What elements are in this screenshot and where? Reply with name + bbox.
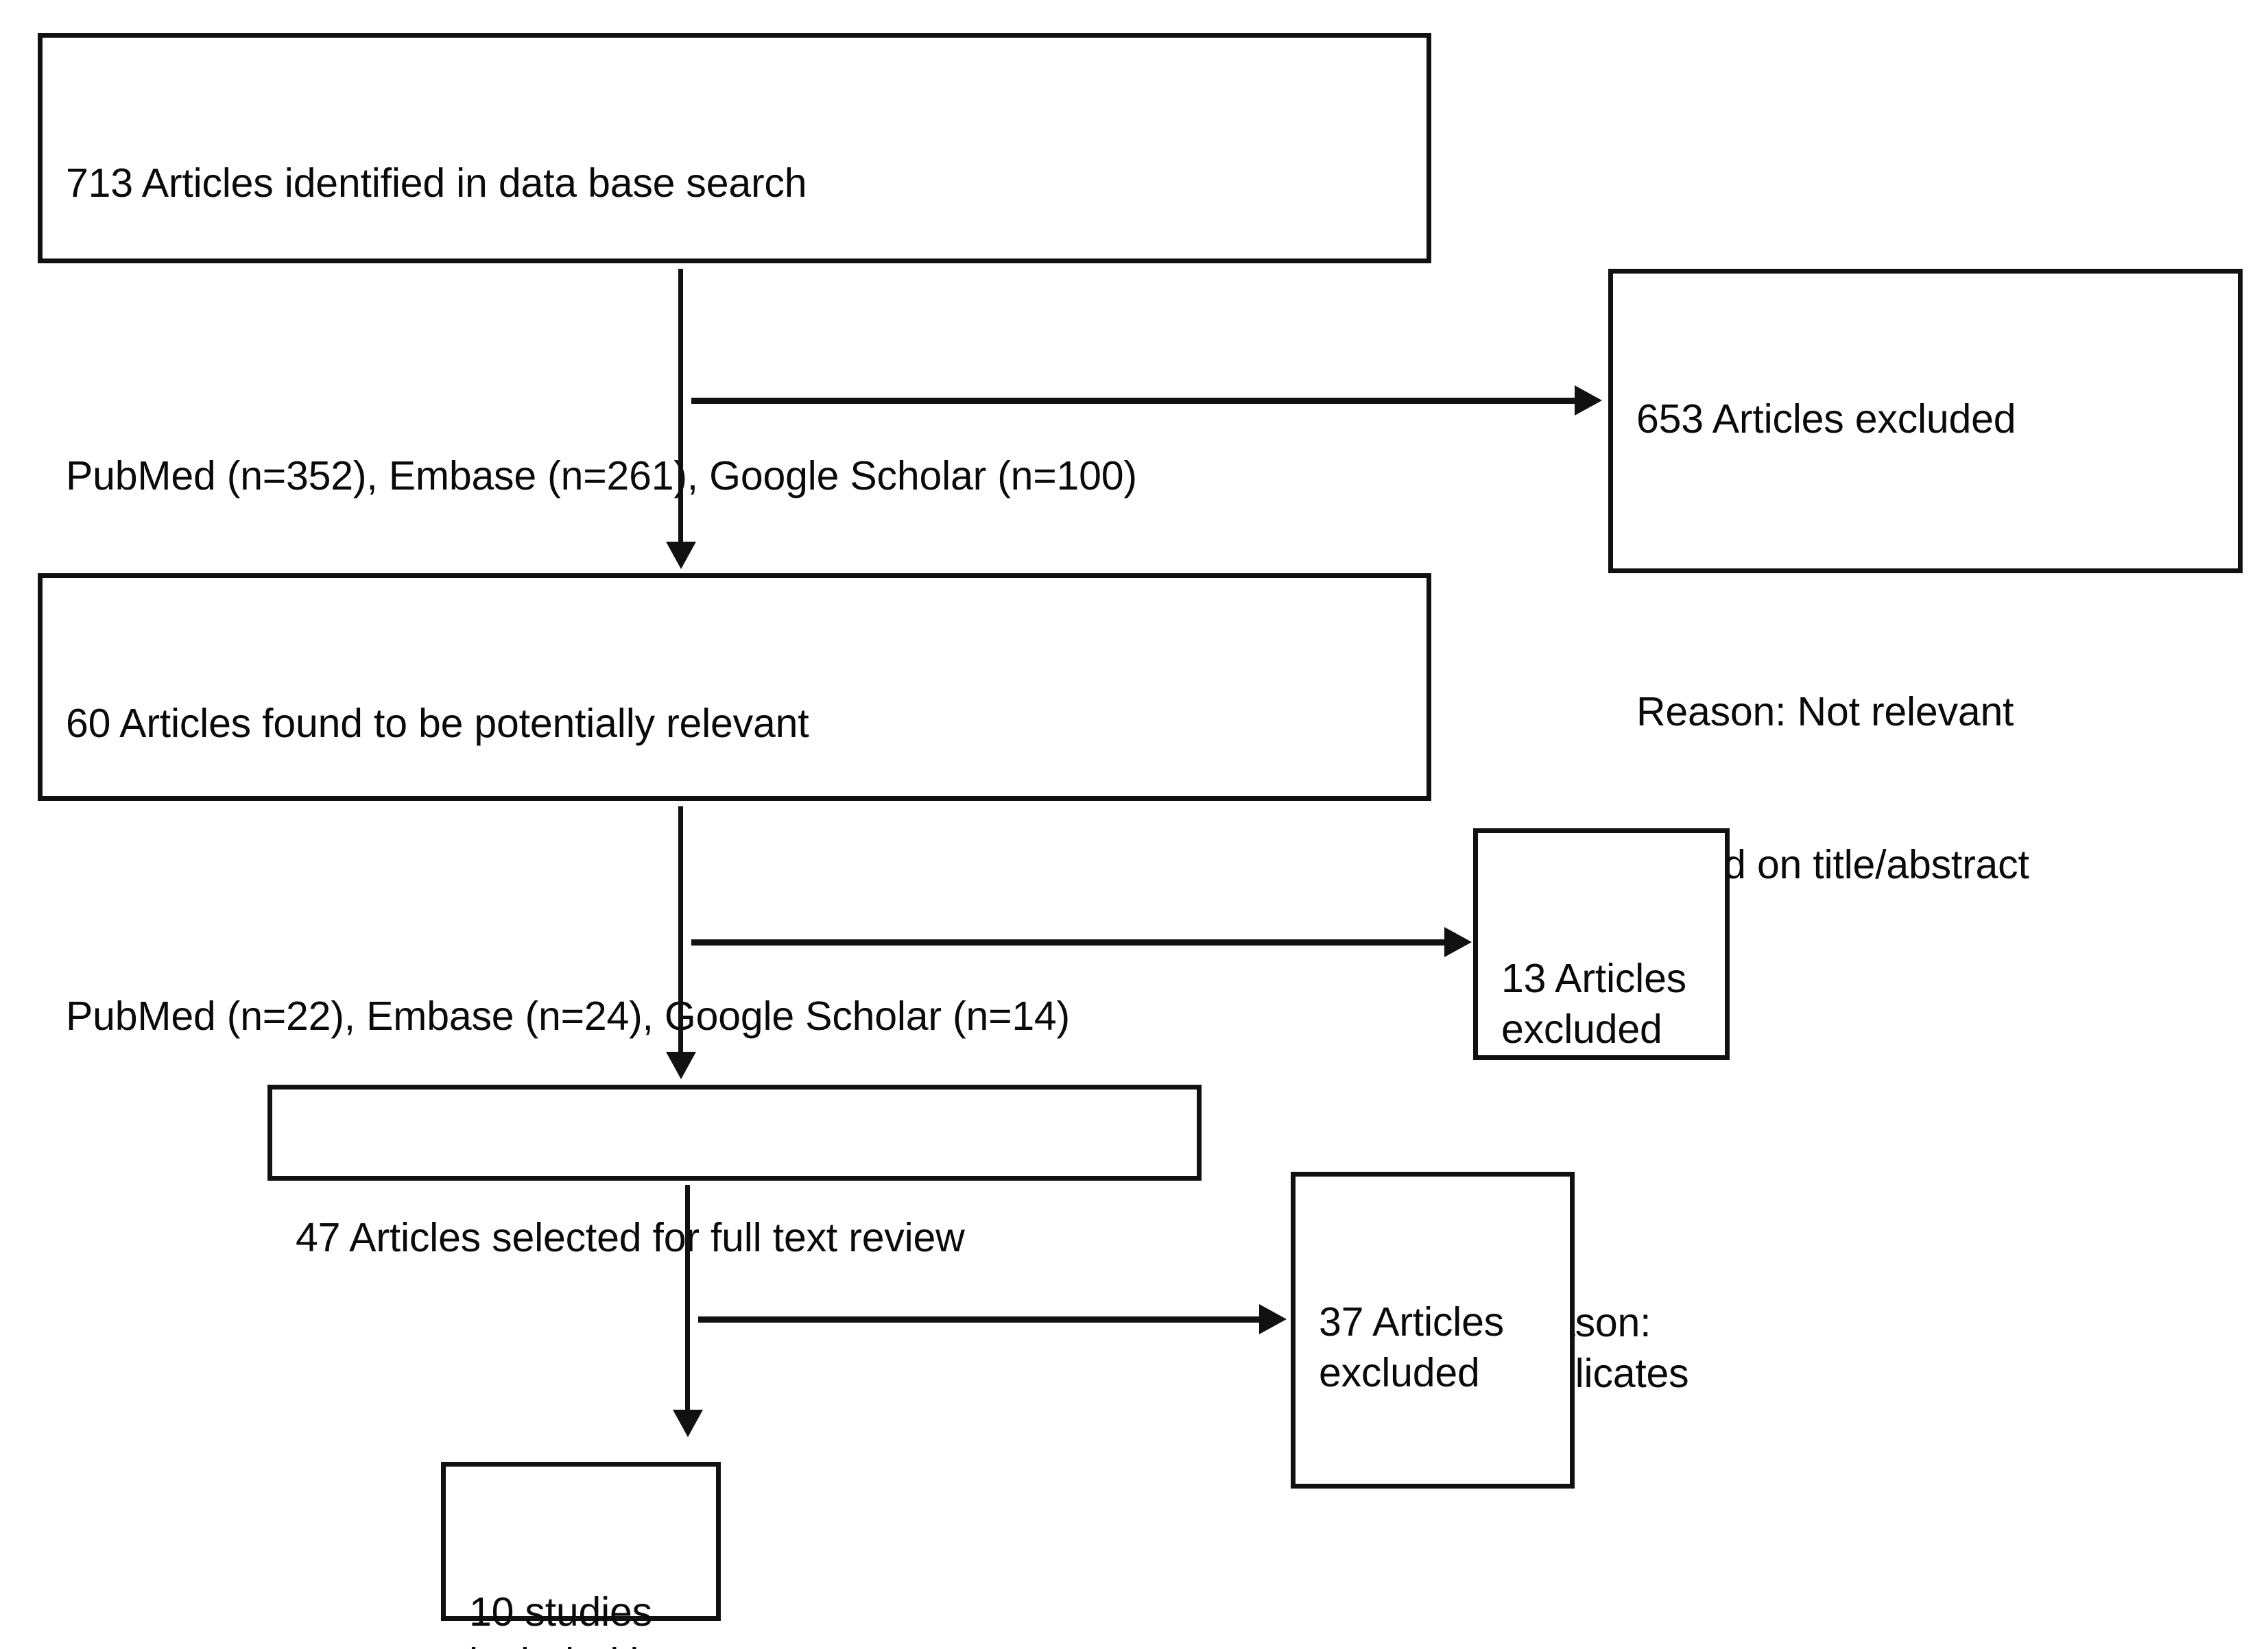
arrowhead-relevant-to-fulltext — [666, 1052, 696, 1079]
connector-fulltext-to-included — [685, 1185, 690, 1411]
node-excluded-duplicates-line-1: 13 Articles excluded — [1501, 955, 1698, 1052]
node-articles-full-text-review-line-1: 47 Articles selected for full text revie… — [296, 1214, 965, 1260]
node-line-gap — [1319, 1500, 1549, 1539]
node-excluded-not-relevant: 653 Articles excluded Reason: Not releva… — [1608, 269, 2243, 887]
node-excluded-criteria-line-1: 37 Articles excluded — [1319, 1299, 1516, 1395]
connector-relevant-to-excluded-2 — [691, 939, 1446, 946]
node-articles-identified-line-2: PubMed (n=352), Embase (n=261), Google S… — [66, 453, 1137, 499]
node-articles-potentially-relevant: 60 Articles found to be potentially rele… — [38, 573, 1431, 1039]
node-articles-potentially-relevant-line-2: PubMed (n=22), Embase (n=24), Google Sch… — [66, 994, 1070, 1039]
connector-fulltext-to-excluded-3 — [698, 1316, 1261, 1323]
connector-identified-to-excluded-1 — [691, 398, 1576, 404]
node-articles-identified: 713 Articles identified in data base sea… — [38, 33, 1431, 498]
node-excluded-not-relevant-line-2: Reason: Not relevant — [1636, 689, 2014, 735]
node-articles-identified-line-1: 713 Articles identified in data base sea… — [66, 160, 807, 206]
node-excluded-duplicates: 13 Articles excluded Reason: Duplicates — [1473, 828, 1730, 1396]
arrowhead-identified-to-excluded-1 — [1575, 385, 1602, 416]
node-studies-included: 10 studies included in analysis — [441, 1462, 721, 1649]
arrowhead-identified-to-relevant — [666, 542, 696, 569]
node-excluded-not-relevant-line-1: 653 Articles excluded — [1636, 396, 2016, 442]
connector-identified-to-relevant — [678, 269, 683, 543]
arrowhead-fulltext-to-included — [673, 1410, 703, 1437]
node-line-gap — [66, 311, 1406, 349]
node-articles-potentially-relevant-line-1: 60 Articles found to be potentially rele… — [66, 700, 809, 746]
connector-relevant-to-fulltext — [678, 806, 683, 1053]
node-line-gap — [1636, 546, 2217, 585]
node-excluded-criteria-line-2: Reason: Did not meet — [1319, 1641, 1549, 1649]
node-line-gap — [66, 851, 1406, 889]
node-articles-full-text-review: 47 Articles selected for full text revie… — [267, 1085, 1202, 1260]
node-excluded-criteria: 37 Articles excluded Reason: Did not mee… — [1291, 1172, 1575, 1649]
node-studies-included-line-1: 10 studies included in — [469, 1589, 661, 1649]
arrowhead-fulltext-to-excluded-3 — [1259, 1304, 1287, 1334]
arrowhead-relevant-to-excluded-2 — [1444, 927, 1472, 957]
